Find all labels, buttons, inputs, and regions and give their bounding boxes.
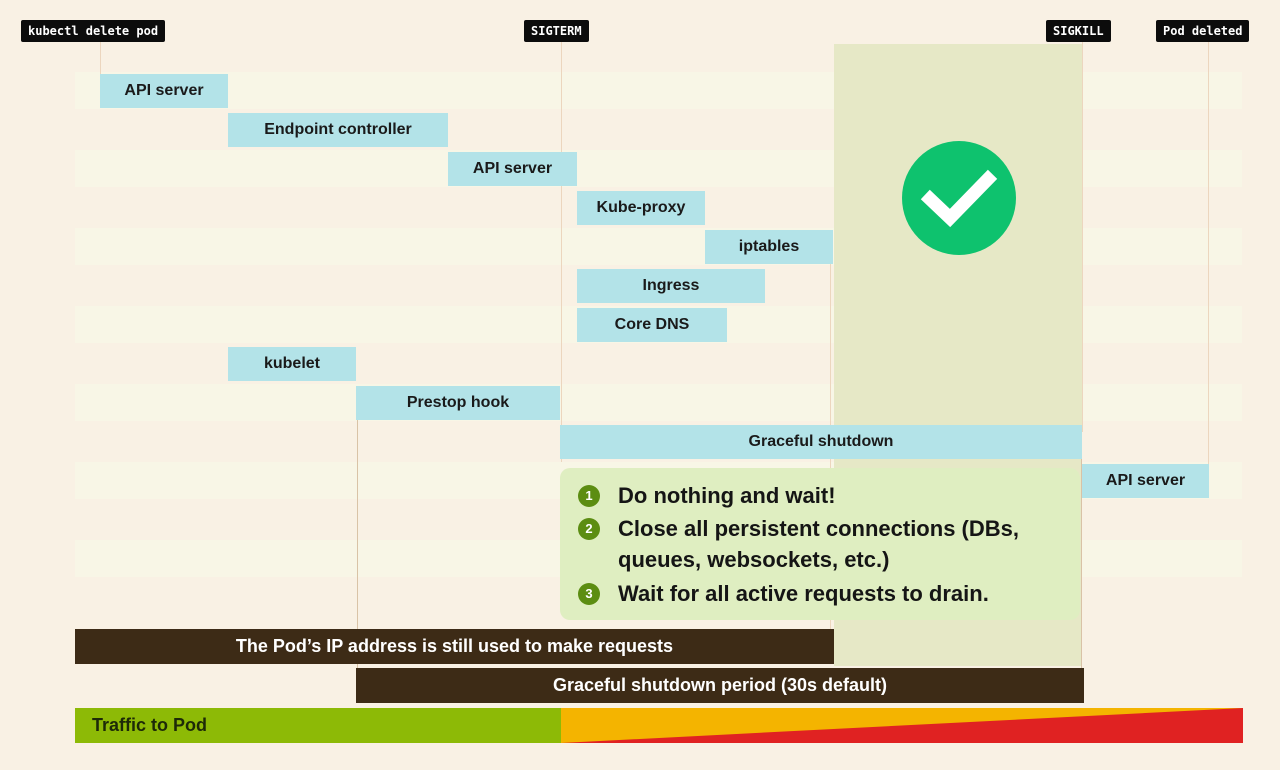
task-ingress: Ingress: [577, 269, 765, 303]
task-endpoint-controller: Endpoint controller: [228, 113, 448, 147]
check-circle-icon: [902, 141, 1016, 255]
task-api-server: API server: [1082, 464, 1209, 498]
step-text: Close all persistent connections (DBs, q…: [618, 516, 1019, 572]
task-api-server: API server: [100, 74, 228, 108]
traffic-full-segment: [75, 708, 561, 743]
sigterm-guide-line: [561, 42, 562, 462]
task-core-dns: Core DNS: [577, 308, 727, 342]
step-number: 1: [578, 485, 600, 507]
step-text: Wait for all active requests to drain.: [618, 581, 989, 606]
step-number: 2: [578, 518, 600, 540]
shutdown-steps-panel: 1 Do nothing and wait! 2 Close all persi…: [560, 468, 1080, 620]
step-text: Do nothing and wait!: [618, 483, 836, 508]
step-item: 1 Do nothing and wait!: [578, 480, 1068, 511]
task-kube-proxy: Kube-proxy: [577, 191, 705, 225]
marker-delete-pod: kubectl delete pod: [21, 20, 166, 42]
marker-sigterm: SIGTERM: [524, 20, 589, 42]
task-api-server: API server: [448, 152, 577, 186]
grace-period-bar: Graceful shutdown period (30s default): [356, 668, 1084, 703]
task-prestop-hook: Prestop hook: [356, 386, 560, 420]
marker-pod-deleted: Pod deleted: [1156, 20, 1250, 42]
step-item: 2 Close all persistent connections (DBs,…: [578, 513, 1068, 575]
traffic-label: Traffic to Pod: [92, 715, 208, 735]
delete-guide-line: [100, 42, 101, 82]
traffic-bar: [75, 708, 1243, 743]
task-kubelet: kubelet: [228, 347, 356, 381]
grace-end-guide-line: [1081, 458, 1082, 668]
task-graceful-shutdown: Graceful shutdown: [560, 425, 1082, 459]
grace-start-guide-line: [357, 418, 358, 668]
sigkill-guide-line: [1082, 42, 1083, 432]
deleted-guide-line: [1208, 42, 1209, 482]
traffic-drop-segment: [561, 708, 1243, 743]
step-item: 3 Wait for all active requests to drain.: [578, 578, 1068, 609]
task-iptables: iptables: [705, 230, 833, 264]
ip-still-used-bar: The Pod’s IP address is still used to ma…: [75, 629, 834, 664]
step-number: 3: [578, 583, 600, 605]
marker-sigkill: SIGKILL: [1046, 20, 1111, 42]
